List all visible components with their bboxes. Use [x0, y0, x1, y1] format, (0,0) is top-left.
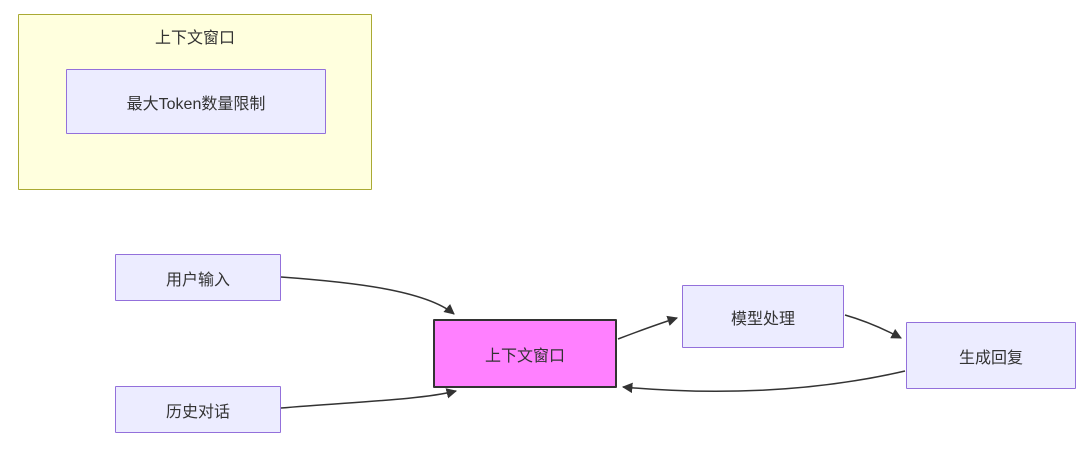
node-generate-reply: 生成回复 [906, 322, 1076, 389]
edge-user-input-to-context [280, 276, 455, 315]
node-generate-reply-label: 生成回复 [958, 349, 1023, 367]
node-context-window-label: 上下文窗口 [484, 347, 565, 365]
node-model-processing: 模型处理 [682, 285, 844, 348]
node-model-processing-label: 模型处理 [730, 310, 795, 328]
node-context-window: 上下文窗口 [433, 319, 617, 388]
node-user-input: 用户输入 [115, 254, 281, 301]
edge-model-to-reply [844, 314, 902, 339]
subgraph-context-window: 上下文窗口 最大Token数量限制 [18, 14, 372, 190]
node-user-input-label: 用户输入 [165, 271, 230, 289]
edge-history-to-context [280, 388, 458, 409]
edge-reply-to-context [621, 370, 906, 394]
edge-context-to-model [617, 315, 679, 340]
node-max-token-limit: 最大Token数量限制 [66, 69, 326, 134]
subgraph-title: 上下文窗口 [154, 30, 235, 47]
node-max-token-limit-label: 最大Token数量限制 [126, 95, 266, 113]
node-history-dialog-label: 历史对话 [165, 403, 230, 421]
node-history-dialog: 历史对话 [115, 386, 281, 433]
